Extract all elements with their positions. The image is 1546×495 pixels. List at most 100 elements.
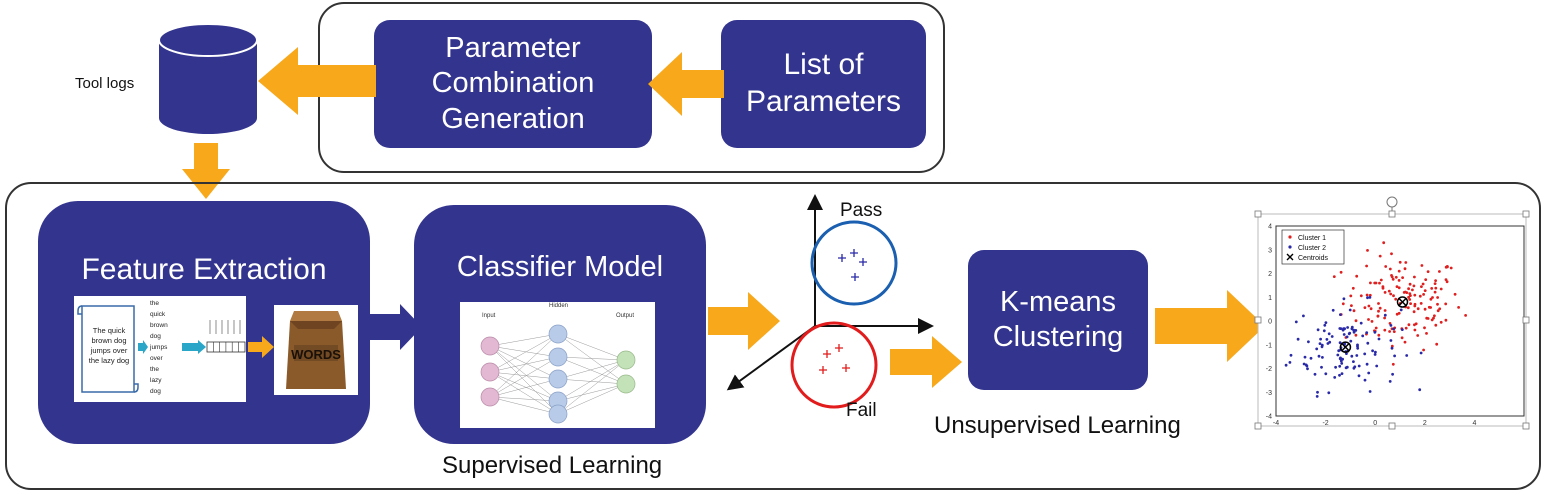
cluster-point: [1407, 323, 1411, 327]
cluster-point: [1384, 265, 1388, 268]
cluster-point: [1383, 316, 1386, 320]
cluster-point: [1405, 354, 1409, 357]
legend-box: [1281, 229, 1345, 265]
cluster-point: [1315, 347, 1319, 351]
cluster-point: [1337, 349, 1341, 353]
cluster-point: [1433, 282, 1437, 285]
x-tick-label: 2: [1423, 420, 1427, 427]
cluster-point: [1357, 374, 1361, 378]
cluster-point: [1421, 282, 1425, 286]
cluster-point: [1388, 330, 1391, 333]
cluster-point: [1324, 372, 1328, 376]
token: quick: [150, 311, 166, 318]
x-tick-label: 0: [1373, 420, 1377, 427]
document-scroll-icon: [77, 305, 139, 393]
cluster-point: [1327, 391, 1331, 395]
cluster-point: [1361, 334, 1365, 338]
cluster-point: [1369, 281, 1372, 285]
token: jumps: [150, 344, 168, 351]
cluster-point: [1423, 307, 1427, 311]
cluster-point: [1422, 348, 1425, 352]
cluster-point: [1436, 296, 1439, 299]
cluster-point: [1378, 281, 1381, 285]
cluster-point: [1336, 353, 1340, 357]
cluster-point: [1339, 313, 1342, 316]
fail-label: Fail: [846, 400, 877, 421]
cluster-point: [1379, 278, 1383, 282]
list-of-parameters-box: List of Parameters: [721, 20, 926, 148]
cluster-point: [1438, 270, 1441, 273]
cluster-point: [1374, 350, 1377, 354]
cluster-point: [1394, 275, 1398, 279]
cluster-point: [1306, 367, 1309, 371]
param-combo-line-1: Parameter: [445, 31, 581, 64]
arrow-params-to-combo: [648, 52, 724, 116]
cluster-point: [1320, 365, 1323, 369]
small-orange-arrow-icon: [248, 336, 274, 358]
cluster-point: [1401, 276, 1404, 279]
y-tick-label: -1: [1266, 342, 1272, 349]
legend-label: Centroids: [1298, 255, 1328, 262]
legend-marker: [1286, 253, 1294, 261]
cluster-point: [1418, 388, 1422, 392]
cluster-point: [1419, 351, 1423, 355]
cluster-point: [1416, 307, 1420, 311]
list-params-line-2: Parameters: [745, 85, 902, 118]
cluster-point: [1340, 372, 1344, 375]
cluster-point: [1367, 304, 1371, 308]
x-tick-label: -2: [1322, 420, 1328, 427]
x-tick-label: -4: [1273, 420, 1279, 427]
cluster-point: [1356, 343, 1359, 347]
nn-output-label: Output: [616, 313, 635, 319]
cluster-point: [1321, 356, 1324, 359]
cluster-point: [1365, 264, 1368, 268]
cluster-point: [1453, 292, 1457, 296]
cluster-point: [1365, 331, 1369, 334]
cluster-point: [1357, 364, 1361, 368]
cluster-point: [1397, 269, 1401, 273]
cluster-point: [1434, 286, 1438, 290]
cluster-point: [1316, 328, 1320, 332]
cluster-point: [1400, 336, 1404, 340]
cluster-point: [1413, 304, 1417, 308]
cluster-point: [1352, 360, 1355, 363]
cluster-point: [1399, 308, 1403, 312]
cluster-point: [1355, 274, 1359, 278]
cluster-point: [1368, 293, 1372, 297]
cluster-point: [1327, 332, 1331, 336]
cluster-point: [1418, 294, 1422, 298]
resize-handle: [1522, 316, 1530, 324]
cluster-point: [1302, 314, 1305, 318]
cluster-point: [1378, 306, 1382, 310]
cluster-point: [1382, 241, 1386, 245]
doc-line: jumps over: [90, 346, 128, 355]
legend-marker: [1288, 235, 1292, 239]
cluster-point: [1404, 326, 1408, 330]
cluster-point: [1348, 308, 1352, 312]
database-icon: [158, 23, 258, 134]
legend-label: Cluster 2: [1298, 245, 1326, 252]
cluster-point: [1390, 346, 1394, 350]
cluster-point: [1284, 363, 1288, 367]
neural-network-diagram: [480, 324, 636, 424]
pass-fail-axes: [726, 194, 934, 409]
cluster-point: [1426, 270, 1430, 273]
learning-pipeline-frame: [5, 182, 1541, 490]
arrow-combo-to-logs: [258, 47, 376, 115]
cluster-point: [1370, 320, 1374, 323]
cluster-point: [1411, 288, 1414, 292]
cluster-point: [1332, 275, 1336, 278]
legend-label: Cluster 1: [1298, 235, 1326, 242]
cluster-point: [1366, 296, 1369, 300]
cluster-point: [1350, 327, 1354, 331]
cluster-point: [1325, 338, 1329, 341]
token: the: [150, 366, 160, 373]
cluster-point: [1395, 285, 1399, 288]
cluster-point: [1363, 352, 1367, 356]
cluster-point: [1431, 296, 1434, 299]
cluster-point: [1438, 307, 1442, 311]
cluster-point: [1408, 292, 1412, 295]
cluster-point: [1330, 335, 1334, 338]
cluster-point: [1392, 294, 1395, 298]
cluster-point: [1367, 318, 1370, 321]
